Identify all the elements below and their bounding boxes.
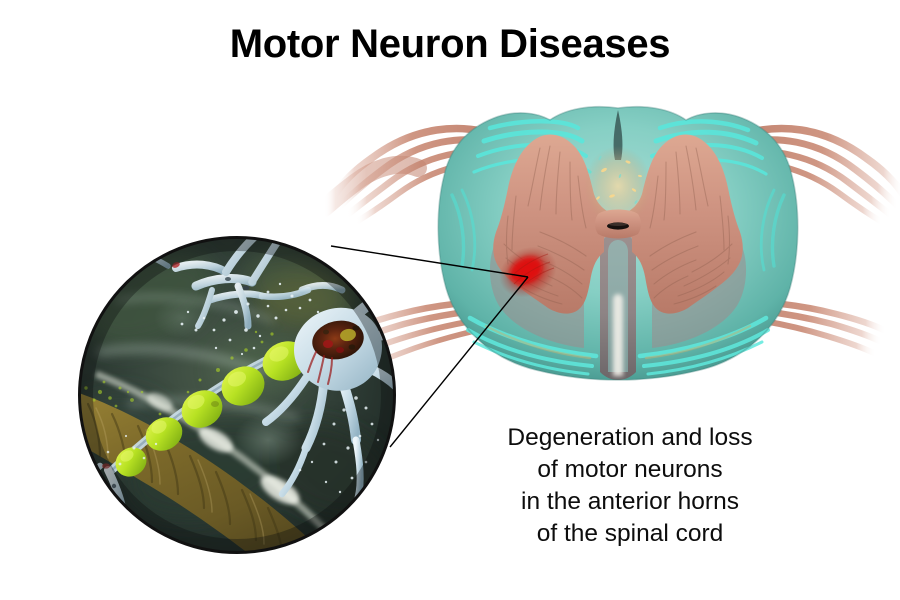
caption-line-2: of motor neurons: [537, 456, 723, 483]
caption-line-4: of the spinal cord: [536, 520, 724, 547]
anterior-horn-lesion: [499, 246, 557, 298]
inset-border: [78, 236, 396, 554]
page-title: Motor Neuron Diseases: [229, 22, 671, 66]
caption-line-1: Degeneration and loss: [507, 424, 753, 451]
leader-lines: [330, 245, 529, 448]
degenerating-neuron-soma: [262, 288, 394, 502]
myelin-beads: [115, 323, 344, 477]
canal-teal-flecks: [598, 155, 638, 204]
magnified-neuron-inset: [78, 236, 396, 554]
caption-text: Degeneration and loss of motor neurons i…: [460, 422, 800, 550]
leader-line-upper: [330, 245, 529, 278]
caption-line-3: in the anterior horns: [521, 488, 739, 515]
central-canal-glow: [584, 146, 652, 226]
spinal-cord-cross-section: [315, 105, 900, 381]
leader-line-lower: [389, 276, 529, 448]
debris-particles: [106, 282, 388, 494]
canal-glow-flecks: [596, 160, 642, 200]
fragmenting-neurites: [139, 238, 346, 330]
